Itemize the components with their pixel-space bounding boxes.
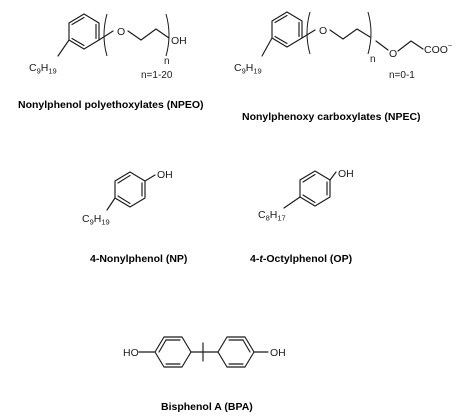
bpa-right-hydroxyl-label: OH (270, 347, 286, 359)
npeo-ether-oxygen: O (117, 26, 125, 38)
npec-ether-oxygen-1: O (319, 25, 327, 37)
npeo-right-bracket (165, 13, 170, 57)
npec-carboxylate-label: COO− (424, 41, 453, 56)
bpa-structure: HO OH (123, 336, 286, 368)
npec-right-bracket (367, 11, 372, 55)
npec-repeat-index: n (370, 54, 376, 65)
npec-caption: Nonylphenoxy carboxylates (NPEC) (242, 111, 421, 123)
np-alkyl-bond (106, 197, 116, 211)
np-alkyl-label: C9H19 (82, 213, 110, 227)
npeo-benzene-ring (68, 13, 100, 50)
bpa-left-benzene-ring (154, 336, 192, 368)
npec-range-label: n=0-1 (389, 70, 415, 81)
op-alkyl-bond (283, 196, 301, 209)
op-hydroxyl-label: OH (338, 168, 354, 180)
npec-alkyl-bond (261, 37, 273, 57)
npec-ether-oxygen-2: O (389, 48, 397, 60)
op-benzene-ring (299, 170, 331, 207)
op-alkyl-label: C8H17 (258, 209, 286, 223)
npeo-alkyl-label: C9H19 (29, 62, 57, 76)
npec-alkyl-label: C9H19 (234, 62, 262, 76)
np-benzene-ring (114, 171, 146, 208)
np-structure: OH C9H19 (82, 169, 173, 227)
npec-structure: C9H19 O n O COO− n=0-1 (234, 11, 453, 81)
np-caption: 4-Nonylphenol (NP) (90, 253, 187, 265)
npeo-alkyl-bond (57, 39, 70, 57)
npec-left-bracket (306, 11, 311, 55)
bpa-right-benzene-ring (217, 336, 255, 368)
npeo-repeat-index: n (164, 56, 170, 67)
npec-benzene-ring (271, 11, 303, 48)
bpa-left-hydroxyl-label: HO (123, 347, 139, 359)
op-structure: OH C8H17 (258, 168, 354, 223)
np-hydroxyl-bond (144, 174, 156, 182)
npeo-range-label: n=1-20 (141, 70, 173, 81)
npeo-hydroxyl-label: OH (171, 35, 187, 47)
npeo-structure: C9H19 O OH n n=1-20 (29, 13, 187, 81)
np-hydroxyl-label: OH (157, 169, 173, 181)
npeo-caption: Nonylphenol polyethoxylates (NPEO) (18, 99, 204, 111)
npeo-left-bracket (103, 13, 108, 57)
op-hydroxyl-bond (329, 171, 337, 181)
bpa-caption: Bisphenol A (BPA) (161, 401, 253, 413)
op-caption: 4-t-Octylphenol (OP) (250, 253, 352, 265)
